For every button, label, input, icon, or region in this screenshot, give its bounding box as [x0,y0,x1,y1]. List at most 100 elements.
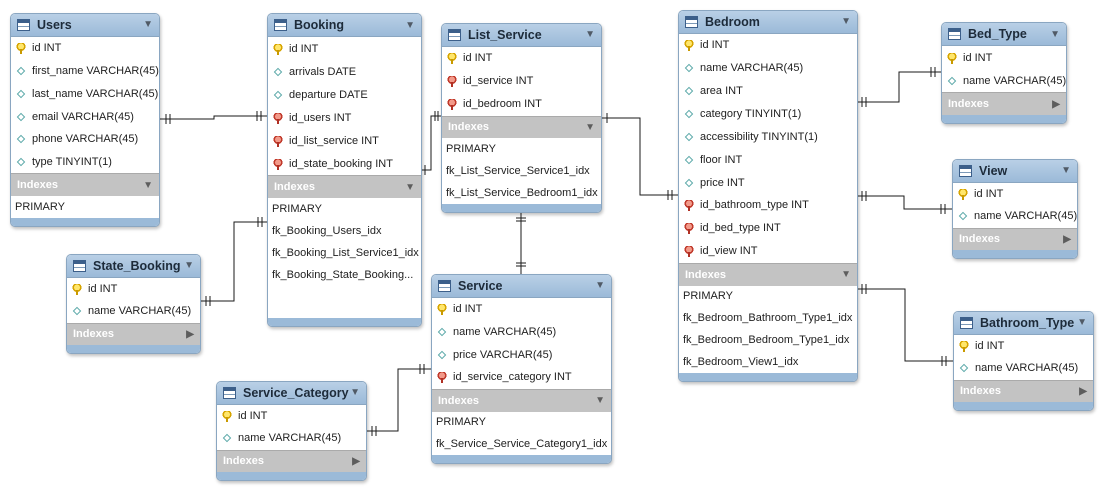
collapse-arrow-icon[interactable]: ▼ [350,387,360,399]
index-row[interactable]: fk_Bedroom_View1_idx [683,356,799,369]
collapse-arrow-icon[interactable]: ▼ [1061,165,1071,177]
collapse-arrow-icon[interactable]: ▼ [143,19,153,31]
column-row[interactable]: id INT [432,298,611,321]
collapse-arrow-icon[interactable]: ▼ [405,181,415,193]
column-row[interactable]: id INT [268,37,421,60]
column-row[interactable]: phone VARCHAR(45) [11,128,159,151]
index-row[interactable]: PRIMARY [683,290,733,303]
index-row[interactable]: PRIMARY [15,201,65,214]
table-header[interactable]: Bed_Type▼ [942,23,1066,46]
column-row[interactable]: id_view INT [679,240,857,263]
column-row[interactable]: id INT [442,47,601,70]
column-row[interactable]: id INT [942,46,1066,69]
table-header[interactable]: Bathroom_Type▼ [954,312,1093,335]
collapse-arrow-icon[interactable]: ▼ [184,260,194,272]
collapse-arrow-icon[interactable]: ▼ [1050,28,1060,40]
column-row[interactable]: price VARCHAR(45) [432,343,611,366]
index-row[interactable]: fk_Booking_State_Booking... [272,269,414,281]
column-row[interactable]: id INT [954,335,1093,358]
collapse-arrow-icon[interactable]: ▼ [841,269,851,281]
table-header[interactable]: Service▼ [432,275,611,298]
table-header[interactable]: List_Service▼ [442,24,601,47]
indexes-bar[interactable]: Indexes▶ [942,92,1066,115]
column-row[interactable]: id_service INT [442,70,601,93]
indexes-bar[interactable]: Indexes▶ [67,322,200,346]
index-row[interactable]: PRIMARY [272,203,322,215]
index-row[interactable]: fk_Service_Service_Category1_idx [436,438,608,451]
index-row[interactable]: fk_Booking_List_Service1_idx [272,247,419,259]
column-row[interactable]: name VARCHAR(45) [942,69,1066,92]
indexes-bar[interactable]: Indexes▶ [954,379,1093,403]
column-row[interactable]: email VARCHAR(45) [11,105,159,128]
column-row[interactable]: name VARCHAR(45) [67,300,200,323]
column-row[interactable]: id INT [11,37,159,60]
index-row[interactable]: fk_Bedroom_Bathroom_Type1_idx [683,312,853,325]
index-row[interactable]: fk_Bedroom_Bedroom_Type1_idx [683,334,850,347]
indexes-bar[interactable]: Indexes▼ [432,388,611,412]
table-header[interactable]: Booking▼ [268,14,421,37]
column-row[interactable]: area INT [679,80,857,103]
collapse-arrow-icon[interactable]: ▼ [585,29,595,41]
column-row[interactable]: name VARCHAR(45) [954,357,1093,380]
collapse-arrow-icon[interactable]: ▼ [595,395,605,407]
column-row[interactable]: floor INT [679,148,857,171]
column-row[interactable]: id INT [217,405,366,428]
collapse-arrow-icon[interactable]: ▼ [143,179,153,191]
expand-arrow-icon[interactable]: ▶ [1079,385,1087,397]
column-row[interactable]: arrivals DATE [268,60,421,83]
column-row[interactable]: departure DATE [268,83,421,106]
collapse-arrow-icon[interactable]: ▼ [1077,317,1087,329]
indexes-bar[interactable]: Indexes▶ [217,449,366,473]
column-row[interactable]: name VARCHAR(45) [432,321,611,344]
indexes-bar[interactable]: Indexes▼ [442,115,601,139]
column-row[interactable]: id_state_booking INT [268,152,421,175]
column-row[interactable]: id_service_category INT [432,366,611,389]
column-row[interactable]: name VARCHAR(45) [953,205,1077,228]
collapse-arrow-icon[interactable]: ▼ [841,16,851,28]
column-row[interactable]: last_name VARCHAR(45) [11,82,159,105]
table-header[interactable]: State_Booking▼ [67,255,200,278]
indexes-bar[interactable]: Indexes▼ [679,262,857,286]
column-row[interactable]: accessibility TINYINT(1) [679,125,857,148]
column-row[interactable]: id INT [953,183,1077,206]
table-header[interactable]: Service_Category▼ [217,382,366,405]
collapse-arrow-icon[interactable]: ▼ [405,19,415,31]
column-row[interactable]: name VARCHAR(45) [217,427,366,450]
column-row[interactable]: id INT [67,278,200,301]
column-row[interactable]: price INT [679,171,857,194]
column-row[interactable]: category TINYINT(1) [679,103,857,126]
collapse-arrow-icon[interactable]: ▼ [595,280,605,292]
indexes-bar[interactable]: Indexes▶ [953,227,1077,251]
column-row[interactable]: id_list_service INT [268,129,421,152]
index-row[interactable]: fk_Booking_Users_idx [272,225,382,237]
column-row[interactable]: name VARCHAR(45) [679,57,857,80]
index-row[interactable]: PRIMARY [436,416,486,429]
column-row[interactable]: id_bed_type INT [679,217,857,240]
table-header[interactable]: Bedroom▼ [679,11,857,34]
expand-arrow-icon[interactable]: ▶ [1063,233,1071,245]
collapse-arrow-icon[interactable]: ▼ [585,121,595,133]
indexes-bar[interactable]: Indexes▼ [268,175,421,198]
index-row[interactable]: PRIMARY [446,143,496,156]
column-row[interactable]: first_name VARCHAR(45) [11,60,159,83]
table-header[interactable]: Users▼ [11,14,159,37]
expand-arrow-icon[interactable]: ▶ [1052,98,1060,110]
table-header[interactable]: View▼ [953,160,1077,183]
column-row[interactable]: id_users INT [268,106,421,129]
column-row[interactable]: id_bathroom_type INT [679,194,857,217]
expand-arrow-icon[interactable]: ▶ [352,455,360,467]
indexes-bar[interactable]: Indexes▼ [11,173,159,197]
index-row[interactable]: fk_List_Service_Bedroom1_idx [446,187,598,200]
expand-arrow-icon[interactable]: ▶ [186,328,194,340]
column-row[interactable]: id INT [679,34,857,57]
